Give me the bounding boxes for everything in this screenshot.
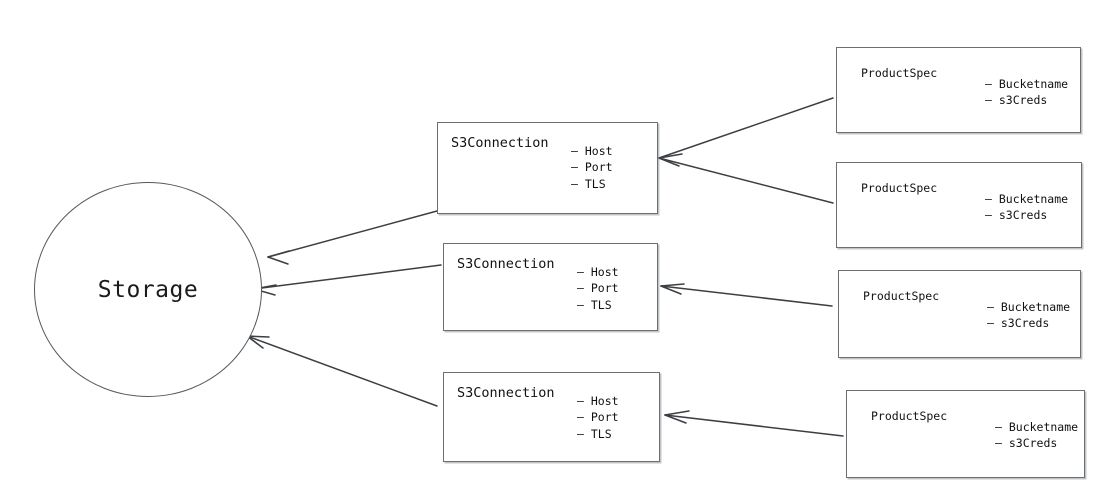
attribute-item: – Bucketname: [985, 192, 1069, 206]
productspec-node-4[interactable]: ProductSpec – Bucketname – s3Creds: [846, 390, 1085, 478]
s3connection-node-1-title: S3Connection: [451, 135, 549, 151]
attribute-item: – s3Creds: [985, 93, 1048, 108]
productspec-node-3-attributes: – Bucketname – s3Creds: [987, 299, 1070, 332]
productspec-node-2[interactable]: ProductSpec – Bucketname – s3Creds: [836, 162, 1082, 248]
attribute-item: – s3Creds: [985, 208, 1048, 223]
attribute-item: – Port: [571, 160, 613, 175]
attribute-item: – s3Creds: [995, 436, 1058, 451]
edge-productspec-1-to-s3connection-1: [658, 97, 834, 167]
storage-node[interactable]: Storage: [34, 182, 262, 397]
s3connection-node-3[interactable]: S3Connection – Host – Port – TLS: [443, 372, 660, 462]
edge-s3connection-1-to-storage: [267, 210, 438, 265]
s3connection-node-1-attributes: – Host – Port – TLS: [571, 143, 613, 192]
attribute-item: – Port: [577, 410, 619, 425]
s3connection-node-3-title: S3Connection: [457, 385, 555, 401]
attribute-item: – s3Creds: [987, 316, 1050, 331]
s3connection-node-3-attributes: – Host – Port – TLS: [577, 393, 619, 442]
edge-s3connection-3-to-storage: [246, 335, 438, 407]
productspec-node-2-title: ProductSpec: [861, 181, 938, 195]
s3connection-node-1[interactable]: S3Connection – Host – Port – TLS: [437, 122, 658, 214]
attribute-item: – Host: [577, 394, 619, 408]
attribute-item: – Host: [577, 265, 619, 279]
productspec-node-1[interactable]: ProductSpec – Bucketname – s3Creds: [836, 47, 1081, 133]
productspec-node-3[interactable]: ProductSpec – Bucketname – s3Creds: [838, 270, 1081, 358]
attribute-item: – TLS: [577, 297, 612, 312]
attribute-item: – Host: [571, 144, 613, 158]
attribute-item: – Bucketname: [985, 77, 1069, 91]
attribute-item: – Bucketname: [995, 420, 1079, 434]
edge-productspec-3-to-s3connection-2: [660, 283, 833, 307]
attribute-item: – Bucketname: [987, 300, 1071, 314]
edge-productspec-2-to-s3connection-1: [658, 157, 834, 204]
s3connection-node-2[interactable]: S3Connection – Host – Port – TLS: [443, 243, 658, 331]
productspec-node-1-attributes: – Bucketname – s3Creds: [985, 76, 1068, 109]
s3connection-node-2-title: S3Connection: [457, 256, 555, 272]
edge-s3connection-2-to-storage: [253, 264, 442, 296]
attribute-item: – TLS: [577, 426, 612, 441]
edge-productspec-4-to-s3connection-3: [664, 410, 844, 437]
productspec-node-1-title: ProductSpec: [861, 66, 938, 80]
productspec-node-4-attributes: – Bucketname – s3Creds: [995, 419, 1078, 452]
attribute-item: – Port: [577, 281, 619, 296]
productspec-node-3-title: ProductSpec: [863, 289, 940, 303]
productspec-node-4-title: ProductSpec: [871, 409, 948, 423]
storage-node-label: Storage: [97, 276, 199, 303]
s3connection-node-2-attributes: – Host – Port – TLS: [577, 264, 619, 313]
attribute-item: – TLS: [571, 176, 606, 191]
productspec-node-2-attributes: – Bucketname – s3Creds: [985, 191, 1068, 224]
